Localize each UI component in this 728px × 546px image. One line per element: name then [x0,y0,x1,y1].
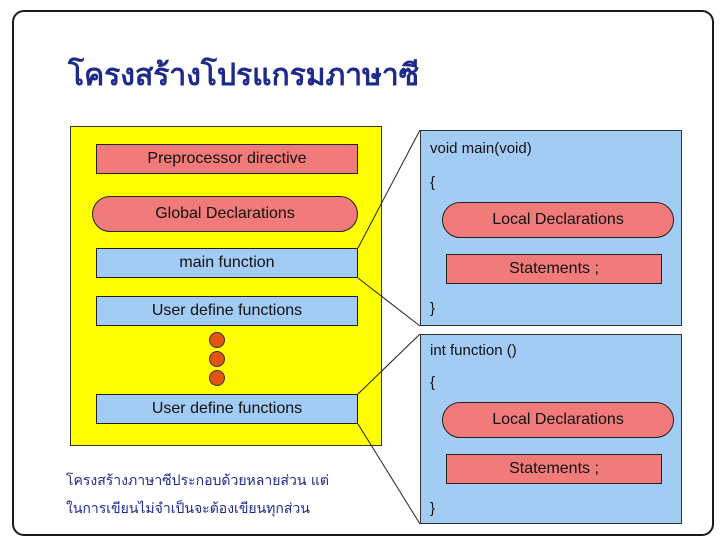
main-connector-top [357,129,421,249]
function-local-declarations: Local Declarations [442,402,674,438]
user-functions-box-2: User define functions [96,394,358,424]
preprocessor-box: Preprocessor directive [96,144,358,174]
function-statements: Statements ; [446,454,662,484]
function-close-brace: } [430,500,436,517]
main-statements: Statements ; [446,254,662,284]
function-open-brace: { [430,374,436,391]
function-connector-bottom [357,423,421,525]
ellipsis-dot-3 [209,370,225,386]
page-title: โครงสร้างโปรแกรมภาษาซี [68,58,420,93]
main-open-brace: { [430,174,436,191]
main-function-box: main function [96,248,358,278]
main-close-brace: } [430,300,436,317]
slide-frame [12,10,714,536]
main-signature: void main(void) [430,140,532,157]
ellipsis-dot-1 [209,332,225,348]
main-connector-bottom [357,277,421,327]
user-functions-box-1: User define functions [96,296,358,326]
note-line-2: ในการเขียนไม่จำเป็นจะต้องเขียนทุกส่วน [66,501,310,517]
note-line-1: โครงสร้างภาษาซีประกอบด้วยหลายส่วน แต่ [66,473,329,489]
ellipsis-dot-2 [209,351,225,367]
function-connector-top [357,333,421,395]
function-signature: int function () [430,342,517,359]
program-structure-panel [70,126,382,446]
global-declarations-box: Global Declarations [92,196,358,232]
main-local-declarations: Local Declarations [442,202,674,238]
